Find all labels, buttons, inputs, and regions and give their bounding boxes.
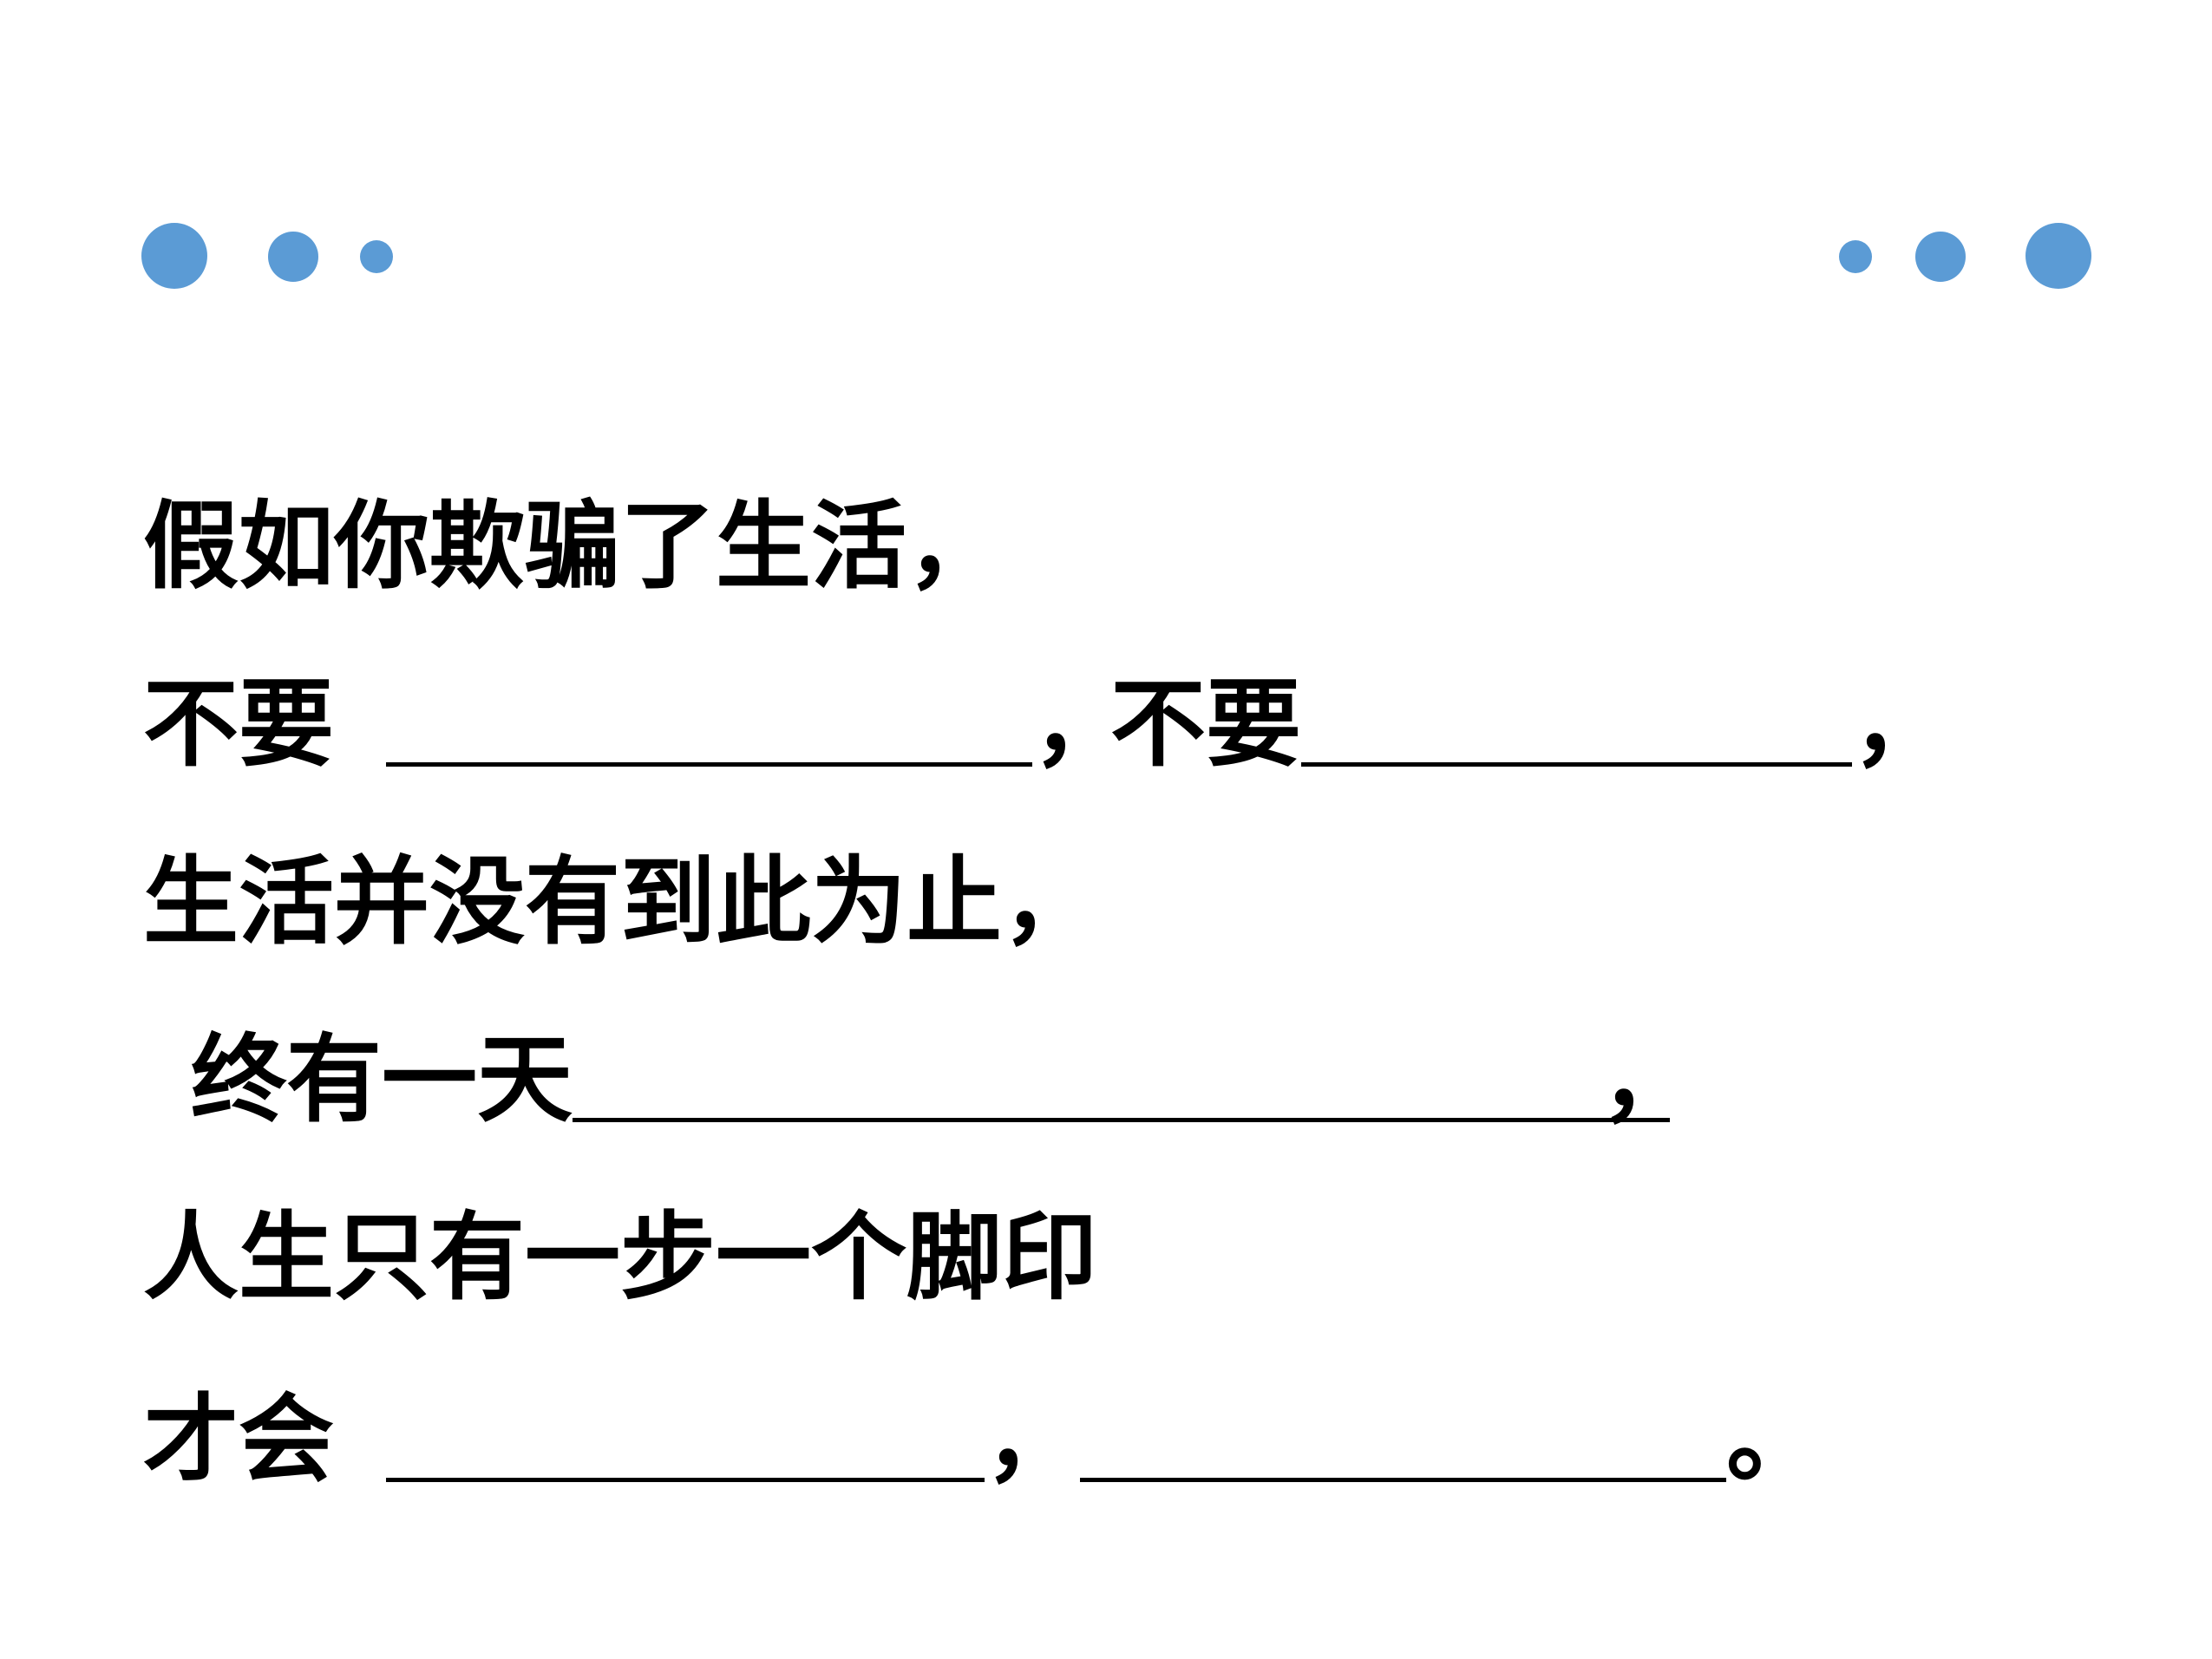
decor-dot-left-small bbox=[360, 240, 393, 273]
fill-blank-2[interactable] bbox=[1301, 762, 1852, 767]
poem-line-6-comma: ， bbox=[985, 1384, 1080, 1495]
fill-blank-5[interactable] bbox=[1080, 1478, 1726, 1482]
poem-line-6-period: 。 bbox=[1726, 1384, 1822, 1495]
fill-blank-4[interactable] bbox=[386, 1478, 985, 1482]
poem-line-2-middle: 不要 bbox=[1110, 669, 1301, 780]
poem-line-5-text: 人生只有一步一个脚印 bbox=[143, 1202, 1097, 1313]
poem-line-2-end-comma: ， bbox=[1852, 669, 1947, 780]
decor-dot-right-large bbox=[2025, 223, 2091, 289]
decor-dot-right-small bbox=[1839, 240, 1872, 273]
poem-line-5: 人生只有一步一个脚印 bbox=[143, 1192, 1097, 1305]
poem-line-1: 假如你欺骗了生活， bbox=[143, 481, 1002, 594]
poem-line-2-prefix: 不要 bbox=[143, 669, 334, 780]
decor-dot-left-medium bbox=[268, 232, 318, 282]
poem-line-4-prefix: 终有一天 bbox=[191, 1024, 573, 1135]
decor-dot-left-large bbox=[141, 223, 207, 289]
poem-line-3: 生活并没有到此为止， bbox=[143, 837, 1097, 950]
poem-line-4-comma: ， bbox=[1600, 1024, 1696, 1135]
poem-line-6-prefix: 才会 bbox=[143, 1384, 334, 1495]
poem-line-4: 终有一天 ， bbox=[191, 1015, 1696, 1127]
poem-line-1-text: 假如你欺骗了生活， bbox=[143, 491, 1002, 602]
decor-dot-right-medium bbox=[1915, 232, 1966, 282]
fill-blank-3[interactable] bbox=[573, 1118, 1670, 1122]
poem-line-6: 才会 ， 。 bbox=[143, 1375, 1822, 1487]
poem-line-3-text: 生活并没有到此为止， bbox=[143, 846, 1097, 957]
fill-blank-1[interactable] bbox=[386, 762, 1032, 767]
poem-line-2-comma: ， bbox=[1032, 669, 1128, 780]
poem-line-2: 不要 ， 不要 ， bbox=[143, 659, 1947, 772]
